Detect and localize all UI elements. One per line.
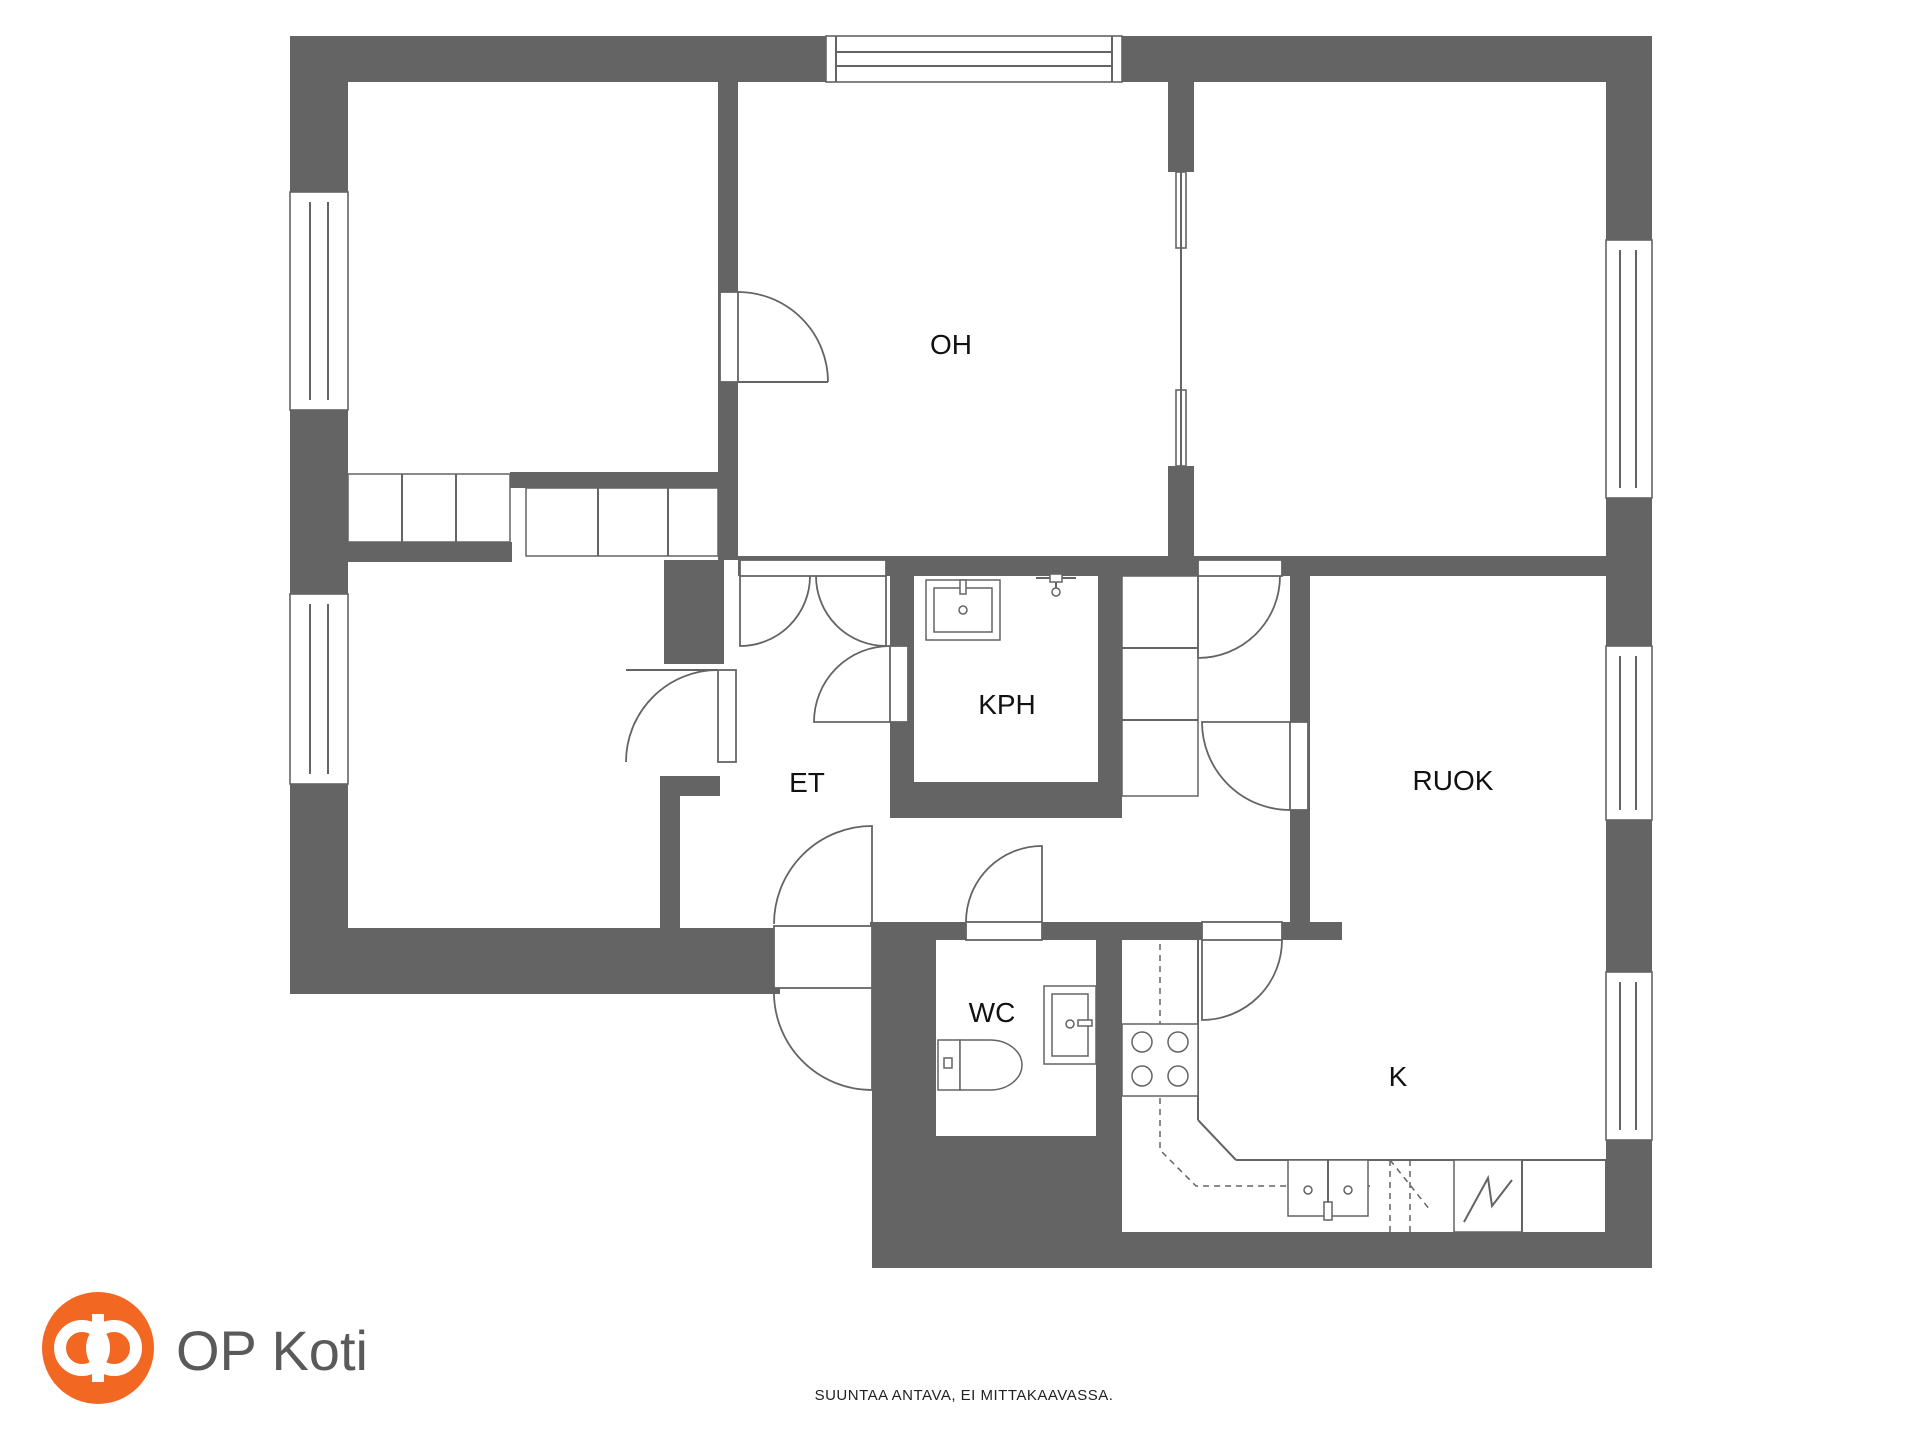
- kitchen-fixtures: [1121, 940, 1607, 1233]
- wardrobes: [347, 473, 1199, 797]
- room-label-k: K: [1389, 1061, 1408, 1092]
- disclaimer-text: SUUNTAA ANTAVA, EI MITTAKAAVASSA.: [815, 1387, 1114, 1404]
- brand-logo: OP Koti: [42, 1292, 368, 1404]
- doors: [625, 291, 1309, 1091]
- windows: [289, 35, 1653, 1141]
- room-labels: OH KPH ET RUOK WC K: [789, 329, 1494, 1092]
- brand-name: OP Koti: [176, 1319, 368, 1382]
- room-label-oh: OH: [930, 329, 972, 360]
- room-label-wc: WC: [969, 997, 1016, 1028]
- interior-walls: [290, 80, 1608, 942]
- room-label-kph: KPH: [978, 689, 1036, 720]
- room-label-et: ET: [789, 767, 825, 798]
- room-label-ruok: RUOK: [1413, 765, 1494, 796]
- bathroom-fixtures: [925, 573, 1097, 1091]
